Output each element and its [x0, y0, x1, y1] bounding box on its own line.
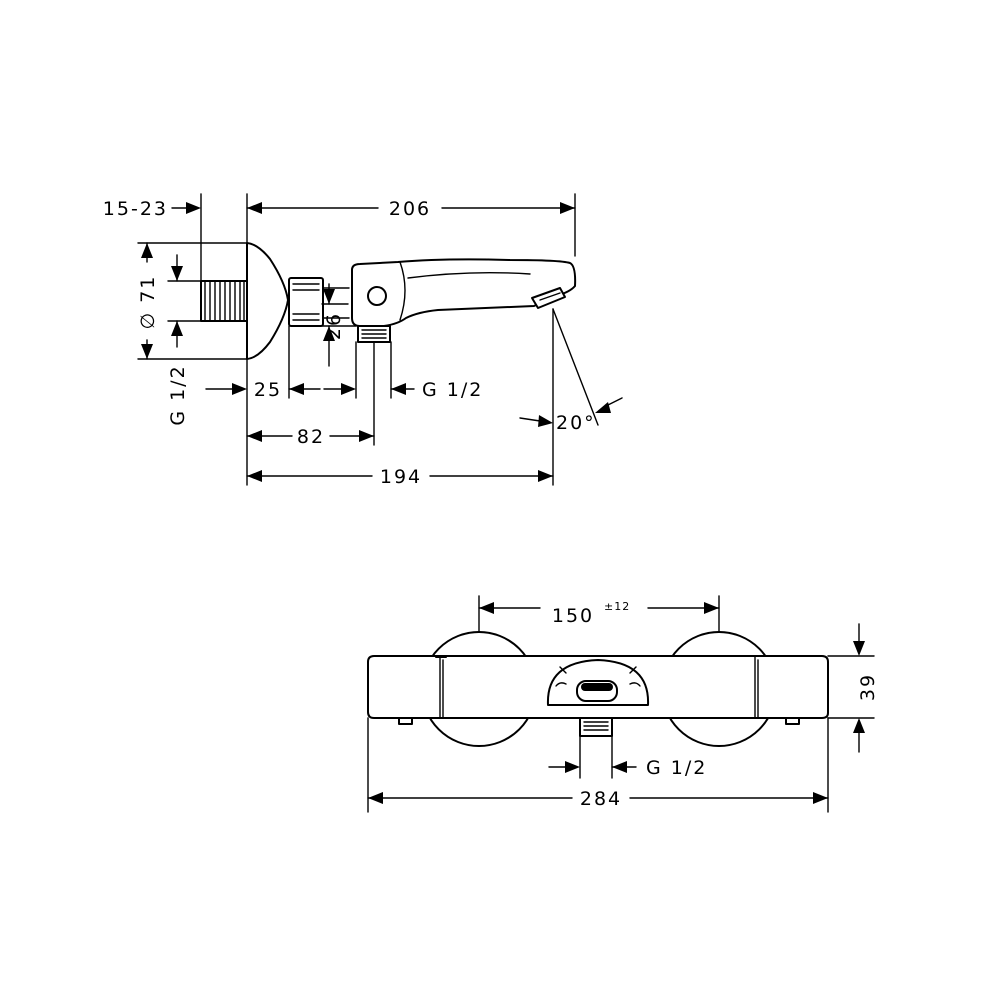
- dim-g-mid-label: G 1/2: [422, 379, 483, 401]
- dim-194-label: 194: [380, 466, 422, 488]
- left-foot: [398, 717, 413, 725]
- dim-26-label: 26: [323, 312, 345, 340]
- dim-206-label: 206: [389, 198, 431, 220]
- dim-diameter-label: ∅ 71: [137, 275, 159, 330]
- side-view: 15-23 206 ∅ 71 G 1/2 26 25: [103, 193, 623, 488]
- coupling-nut: [288, 277, 350, 327]
- body-seam: [399, 261, 406, 321]
- mixer-body: [351, 258, 577, 327]
- spout-outlet: [531, 287, 566, 309]
- dim-g-left-label: G 1/2: [167, 364, 189, 425]
- wall-rosette: [246, 242, 289, 360]
- dim-39-label: 39: [857, 673, 879, 701]
- lower-connector: [357, 325, 391, 343]
- dim-15-23-label: 15-23: [103, 198, 168, 220]
- threaded-connector: [200, 280, 248, 322]
- temperature-knob: [367, 286, 387, 306]
- right-foot: [785, 717, 800, 725]
- dim-284-label: 284: [580, 788, 622, 810]
- dim-82-label: 82: [297, 426, 325, 448]
- knob-cap: [581, 683, 613, 691]
- dim-g-label: G 1/2: [646, 757, 707, 779]
- dim-150-label: 150: [552, 605, 594, 627]
- dim-25-label: 25: [254, 379, 282, 401]
- bottom-outlet: [579, 717, 613, 737]
- dim-150-tolerance: ±12: [604, 600, 630, 613]
- front-view: 150 ±12 39 G 1/2 284: [367, 595, 879, 813]
- dim-angle-label: 20°: [556, 412, 596, 434]
- spout-line: [407, 271, 531, 279]
